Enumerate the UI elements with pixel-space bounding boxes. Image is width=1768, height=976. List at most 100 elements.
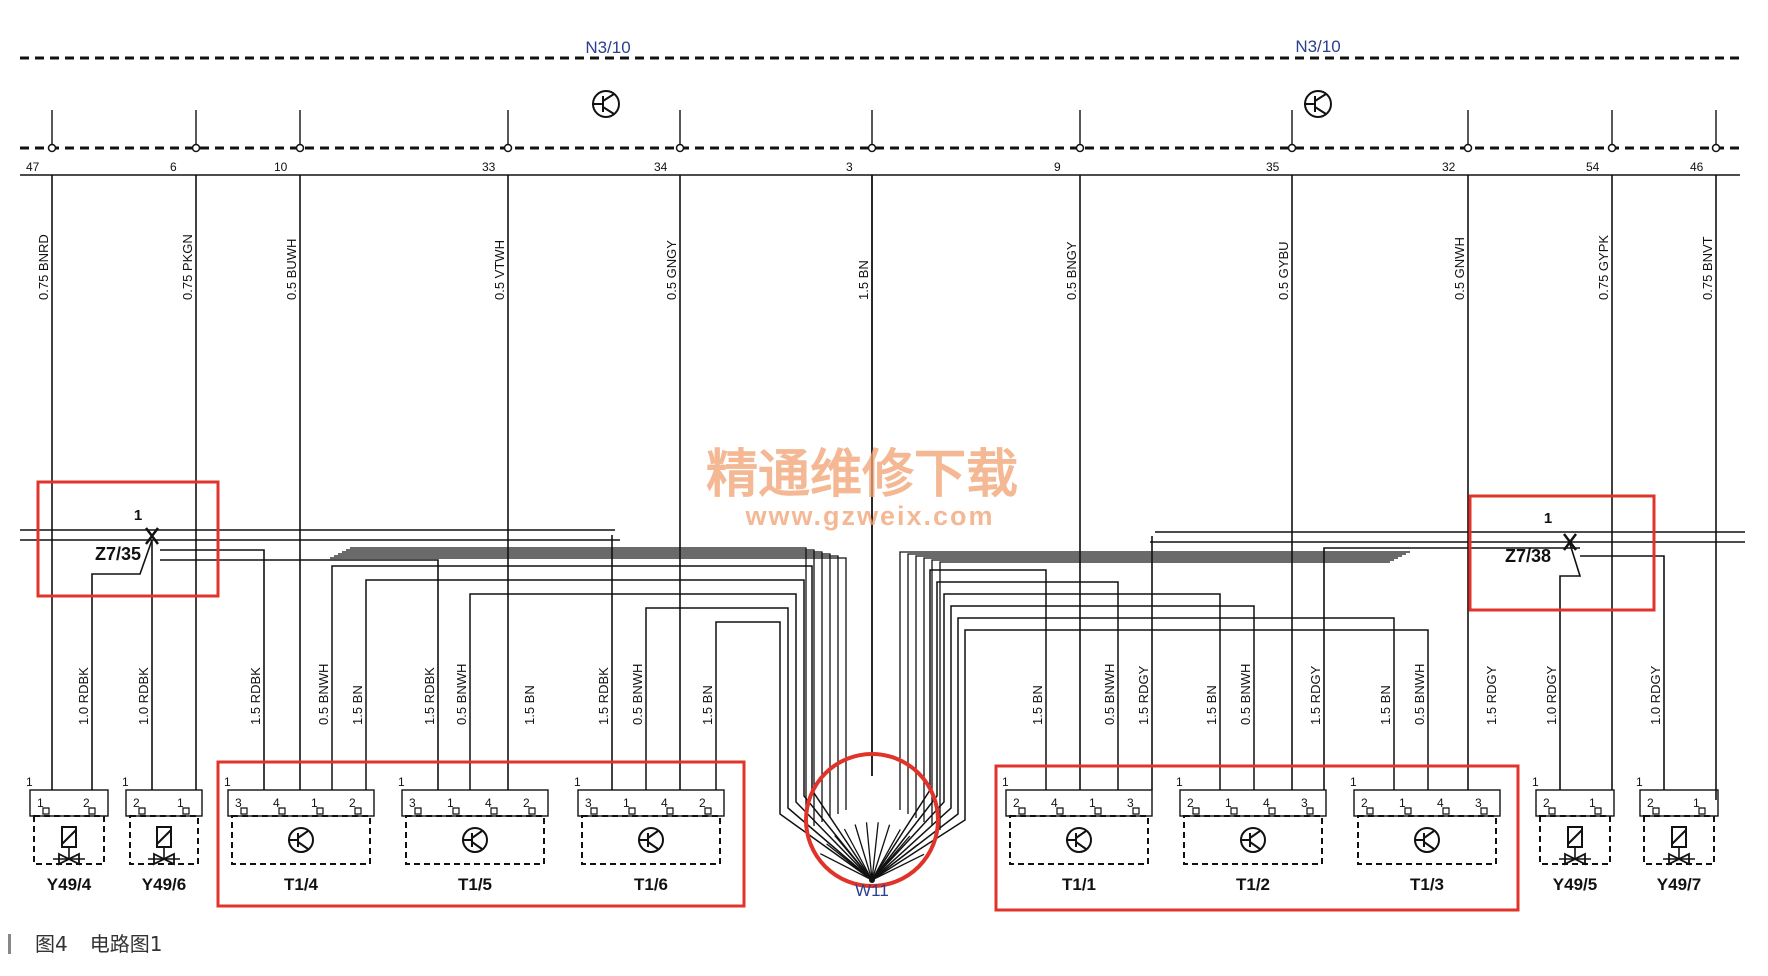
component-body bbox=[33, 815, 105, 865]
pin-socket bbox=[452, 807, 460, 815]
bottom-wire-label: 0.5 BNWH bbox=[1102, 664, 1117, 725]
ground-harness-wire bbox=[939, 561, 1390, 830]
pin-socket bbox=[704, 807, 712, 815]
component-body bbox=[405, 815, 545, 865]
component-body bbox=[1183, 815, 1323, 865]
ground-harness-wire bbox=[871, 593, 1221, 881]
connector-pin-number: 3 bbox=[235, 796, 242, 810]
pin-terminal bbox=[295, 143, 305, 153]
connector-pin-number: 4 bbox=[1437, 796, 1444, 810]
solenoid-valve-icon bbox=[1663, 826, 1695, 866]
connector-pin-number: 2 bbox=[1647, 796, 1654, 810]
pin-socket bbox=[1268, 807, 1276, 815]
connector-pin-1: 1 bbox=[1176, 775, 1183, 789]
connector-pin-number: 4 bbox=[485, 796, 492, 810]
ground-harness-wire bbox=[469, 593, 873, 881]
connector-pin-1: 1 bbox=[398, 775, 405, 789]
bottom-wire-label: 1.5 RDGY bbox=[1136, 665, 1151, 725]
connector-pin-number: 3 bbox=[585, 796, 592, 810]
transistor-icon bbox=[288, 827, 314, 853]
connector-pin-1: 1 bbox=[1636, 775, 1643, 789]
pin-number: 34 bbox=[654, 160, 668, 174]
connector-pin-1: 1 bbox=[26, 775, 33, 789]
transistor-icon bbox=[1304, 90, 1332, 118]
pin-socket bbox=[182, 807, 190, 815]
connector-pin-number: 1 bbox=[37, 796, 44, 810]
pin-socket bbox=[1548, 807, 1556, 815]
component-label: T1/6 bbox=[634, 875, 668, 894]
top-wire-label: 0.5 VTWH bbox=[492, 240, 507, 300]
connector-pin-number: 4 bbox=[1263, 796, 1270, 810]
ground-fan bbox=[820, 853, 873, 881]
solenoid-valve-icon bbox=[1559, 826, 1591, 866]
transistor-icon bbox=[1414, 827, 1440, 853]
component-label: Y49/6 bbox=[142, 875, 186, 894]
component-body bbox=[1539, 815, 1611, 865]
wire-branch bbox=[160, 559, 439, 790]
pin-socket bbox=[1230, 807, 1238, 815]
wire-branch bbox=[1323, 547, 1580, 790]
component-body bbox=[1009, 815, 1149, 865]
ground-node bbox=[869, 877, 875, 883]
pin-number: 6 bbox=[170, 160, 177, 174]
module-label-left: N3/10 bbox=[585, 38, 630, 57]
connector-pin-number: 1 bbox=[447, 796, 454, 810]
connector-pin-number: 1 bbox=[1693, 796, 1700, 810]
pin-socket bbox=[628, 807, 636, 815]
ground-harness-wire bbox=[645, 607, 873, 881]
figure-title: 电路图1 bbox=[89, 932, 163, 956]
component-label: T1/4 bbox=[284, 875, 319, 894]
connector-pin-1: 1 bbox=[224, 775, 231, 789]
bottom-wire-label: 1.0 RDBK bbox=[76, 667, 91, 725]
ground-harness-wire bbox=[330, 557, 847, 810]
ground-harness-wire bbox=[907, 553, 1406, 814]
bottom-wire-label: 1.0 RDBK bbox=[136, 667, 151, 725]
connector-housing bbox=[577, 789, 725, 817]
bottom-wire-label: 0.5 BNWH bbox=[630, 664, 645, 725]
ground-harness-wire bbox=[871, 617, 1395, 881]
top-wire-label: 0.75 PKGN bbox=[180, 234, 195, 300]
pin-socket bbox=[1404, 807, 1412, 815]
top-wire-label: 0.75 GYPK bbox=[1596, 235, 1611, 300]
connector-pin-1: 1 bbox=[574, 775, 581, 789]
component-body bbox=[581, 815, 721, 865]
ground-fan bbox=[871, 822, 879, 881]
connector-pin-number: 2 bbox=[1361, 796, 1368, 810]
ground-harness-wire bbox=[871, 569, 1047, 881]
connector-pin-number: 2 bbox=[83, 796, 90, 810]
highlight-t1-right-group bbox=[994, 764, 1520, 912]
bottom-wire-label: 1.5 BN bbox=[1030, 685, 1045, 725]
component-body bbox=[231, 815, 371, 865]
bottom-wire-label: 0.5 BNWH bbox=[454, 664, 469, 725]
transistor-icon bbox=[592, 90, 620, 118]
connector-pin-number: 2 bbox=[523, 796, 530, 810]
pin-number: 47 bbox=[26, 160, 40, 174]
bottom-wire-label: 1.5 BN bbox=[700, 685, 715, 725]
transistor-icon bbox=[638, 827, 664, 853]
pin-number: 9 bbox=[1054, 160, 1061, 174]
pin-socket bbox=[354, 807, 362, 815]
connector-pin-number: 1 bbox=[1399, 796, 1406, 810]
pin-socket bbox=[1018, 807, 1026, 815]
pin-socket bbox=[42, 807, 50, 815]
pin-socket bbox=[490, 807, 498, 815]
pin-terminal bbox=[1287, 143, 1297, 153]
component-body bbox=[1643, 815, 1715, 865]
pin-number: 54 bbox=[1586, 160, 1600, 174]
connector-pin-number: 3 bbox=[409, 796, 416, 810]
connector-housing bbox=[227, 789, 375, 817]
pin-terminal bbox=[675, 143, 685, 153]
pin-number: 3 bbox=[846, 160, 853, 174]
ground-fan bbox=[826, 843, 873, 881]
module-label-right: N3/10 bbox=[1295, 37, 1340, 56]
